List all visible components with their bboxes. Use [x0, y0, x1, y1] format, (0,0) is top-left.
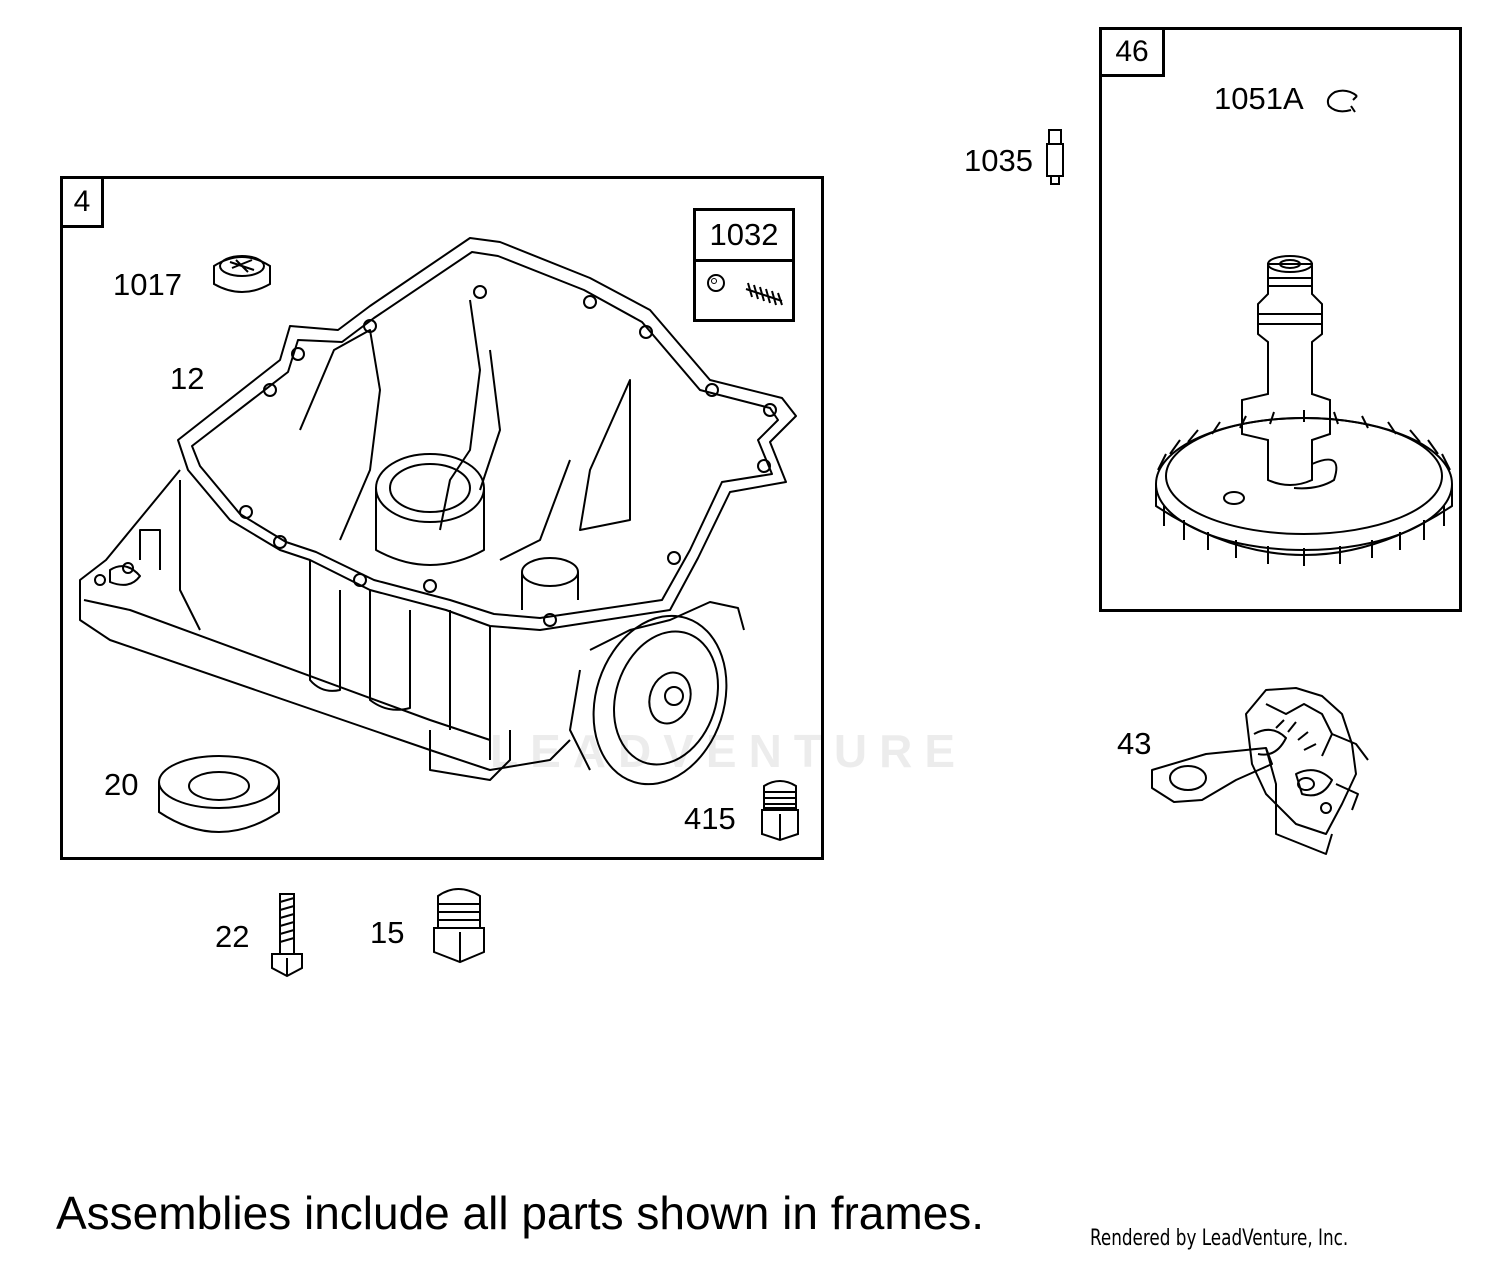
- part-label-415: 415: [684, 801, 736, 836]
- part-label-12: 12: [170, 361, 205, 396]
- part-label-43: 43: [1117, 726, 1152, 761]
- frame-sump-assembly: 4: [60, 176, 824, 860]
- part-label-1017: 1017: [113, 267, 182, 302]
- assembly-note: Assemblies include all parts shown in fr…: [56, 1187, 985, 1239]
- check-ball-and-spring-icon: [707, 274, 783, 306]
- part-label-1035: 1035: [964, 143, 1033, 178]
- retaining-ring-icon: [1326, 89, 1358, 113]
- frame-tag-4: 4: [60, 176, 104, 228]
- part-label-22: 22: [215, 919, 250, 954]
- screw-icon: [271, 893, 303, 978]
- drain-plug-icon: [761, 780, 799, 842]
- governor-assembly-icon: [1151, 687, 1369, 855]
- engine-sump-icon: [79, 237, 797, 786]
- oil-fill-cap-icon: [213, 255, 271, 293]
- part-label-1051a: 1051A: [1214, 81, 1304, 116]
- frame-tag-46: 46: [1099, 27, 1165, 77]
- kit-box-1032: 1032: [693, 208, 795, 322]
- part-label-15: 15: [370, 915, 405, 950]
- pipe-plug-icon: [433, 888, 485, 964]
- frame-camshaft-assembly: 46: [1099, 27, 1462, 612]
- camshaft-gear-icon: [1155, 255, 1453, 566]
- render-credit: Rendered by LeadVenture, Inc.: [1090, 1226, 1349, 1251]
- oil-seal-icon: [158, 755, 280, 833]
- watermark-text: LEADVENTURE: [490, 725, 968, 777]
- kit-label-1032: 1032: [696, 211, 792, 262]
- dowel-pin-icon: [1046, 129, 1064, 185]
- part-label-20: 20: [104, 767, 139, 802]
